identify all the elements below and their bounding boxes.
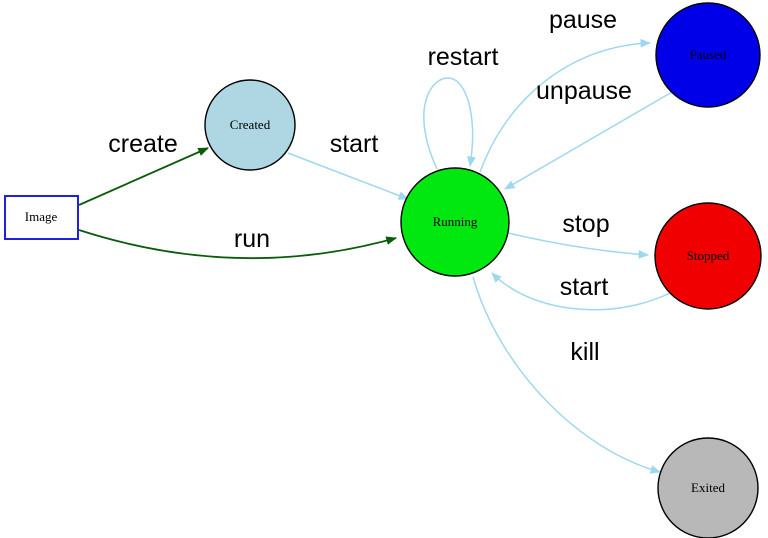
edge-label-start-stopped: start: [560, 273, 609, 301]
node-created[interactable]: Created: [204, 79, 296, 171]
edge-kill[interactable]: kill: [472, 276, 662, 474]
edge-label-pause: pause: [549, 6, 617, 34]
node-image-label: Image: [25, 209, 58, 224]
edge-label-stop: stop: [562, 210, 609, 238]
edge-label-unpause: unpause: [536, 77, 632, 105]
node-exited[interactable]: Exited: [657, 437, 759, 538]
edge-start-stopped[interactable]: start: [491, 272, 671, 311]
edge-label-start-created: start: [330, 130, 379, 158]
edge-pause[interactable]: pause: [479, 6, 652, 173]
node-paused[interactable]: Paused: [655, 2, 761, 108]
edge-label-run: run: [234, 225, 270, 253]
edge-run[interactable]: run: [78, 225, 398, 260]
node-paused-shape: [655, 2, 761, 108]
node-created-label: Created: [230, 117, 271, 132]
edge-label-kill: kill: [570, 338, 599, 366]
edge-create[interactable]: create: [78, 130, 209, 206]
node-stopped-label: Stopped: [687, 248, 730, 263]
node-stopped[interactable]: Stopped: [654, 202, 762, 310]
node-running-label: Running: [433, 214, 478, 229]
node-exited-label: Exited: [691, 480, 725, 495]
edge-restart[interactable]: restart: [423, 43, 499, 170]
edge-label-restart: restart: [428, 43, 499, 71]
node-running[interactable]: Running: [400, 167, 510, 277]
edge-label-create: create: [108, 130, 177, 158]
edge-stop[interactable]: stop: [507, 210, 650, 259]
edge-unpause[interactable]: unpause: [504, 77, 673, 190]
node-paused-label: Paused: [690, 47, 727, 62]
node-running-shape: [400, 167, 510, 277]
node-created-shape: [204, 79, 296, 171]
edge-start-created[interactable]: start: [287, 130, 409, 200]
node-stopped-shape: [654, 202, 762, 310]
node-image-shape: [4, 195, 79, 240]
node-exited-shape: [657, 437, 759, 538]
node-image[interactable]: Image: [4, 195, 79, 240]
